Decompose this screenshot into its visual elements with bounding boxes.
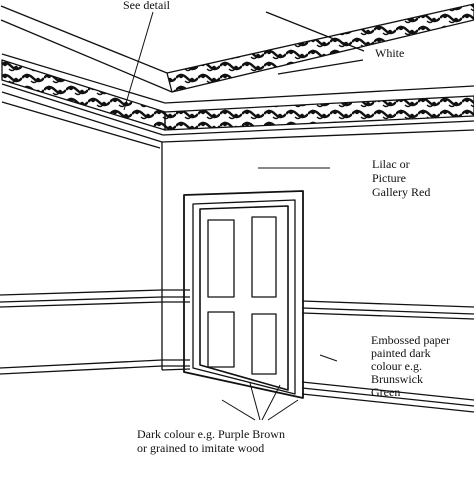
label-dado-line-3: colour e.g. bbox=[371, 359, 422, 373]
door-frame bbox=[183, 190, 304, 399]
right-dado-rail bbox=[162, 289, 474, 413]
label-dado-line-5: Green bbox=[371, 385, 400, 399]
label-wall-line-1: Lilac or bbox=[372, 157, 410, 171]
label-dado-line-4: Brunswick bbox=[371, 372, 423, 386]
label-dado-line-2: painted dark bbox=[371, 346, 431, 360]
label-wall-line-3: Gallery Red bbox=[372, 185, 430, 199]
near-cornice bbox=[1, 53, 166, 149]
far-cornice bbox=[0, 3, 474, 93]
left-dado-rail bbox=[0, 289, 163, 375]
right-cornice bbox=[161, 85, 474, 143]
floor-line bbox=[161, 368, 191, 371]
ceiling-lines bbox=[265, 11, 365, 75]
leader-lines bbox=[123, 11, 338, 421]
label-woodwork-line-1: Dark colour e.g. Purple Brown bbox=[137, 427, 285, 441]
door bbox=[199, 205, 289, 391]
label-see-detail: See detail bbox=[123, 0, 171, 12]
label-wall-line-2: Picture bbox=[372, 171, 406, 185]
annotations: See detail White Lilac or Picture Galler… bbox=[123, 0, 450, 455]
label-ceiling: White bbox=[375, 46, 404, 60]
label-dado-line-1: Embossed paper bbox=[371, 333, 450, 347]
label-woodwork-line-2: or grained to imitate wood bbox=[137, 441, 264, 455]
